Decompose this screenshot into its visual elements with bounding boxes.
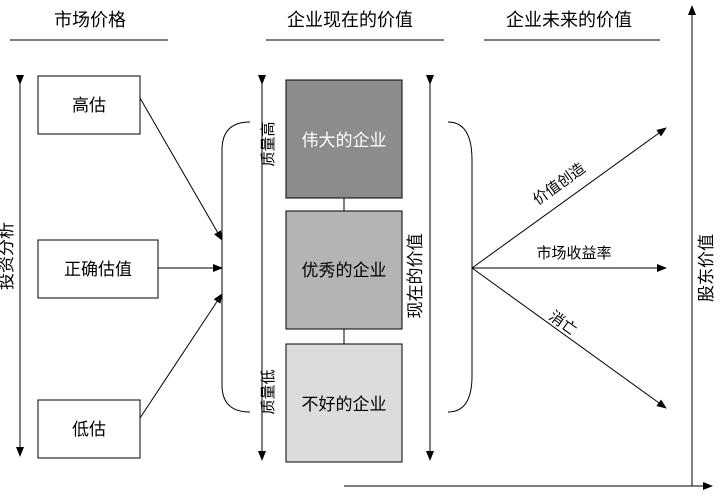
box-fair-valuation [37,239,159,299]
header-future-value: 企业未来的价值 [506,10,632,31]
label-high-valuation: 高估 [72,96,106,116]
shareholder-value-label: 股东价值 [697,234,717,302]
investment-analysis-label: 投资分析 [0,222,17,290]
right-brace [447,121,473,413]
box-great-company [285,79,403,199]
quality-low-label: 质量低 [259,369,277,414]
label-value-creation: 价值创造 [529,159,588,209]
arrow-value-creation [471,127,667,269]
header-present-value: 企业现在的价值 [287,10,413,31]
box-excellent-company [285,210,403,330]
arrow-low-to-companies [139,293,223,419]
box-low-valuation [37,399,141,459]
header-market-price: 市场价格 [54,10,126,31]
box-poor-company [285,343,403,463]
label-excellent-company: 优秀的企业 [302,261,387,281]
present-value-axis-label: 现在的价值 [406,234,426,319]
arrow-destruction [471,267,667,409]
label-low-valuation: 低估 [72,420,106,440]
box-high-valuation [37,75,141,135]
label-poor-company: 不好的企业 [302,395,387,415]
left-brace [221,121,251,413]
label-market-return: 市场收益率 [536,244,611,262]
label-great-company: 伟大的企业 [302,131,387,151]
quality-high-label: 质量高 [259,121,277,166]
arrow-high-to-companies [139,97,223,241]
label-fair-valuation: 正确估值 [64,260,132,280]
